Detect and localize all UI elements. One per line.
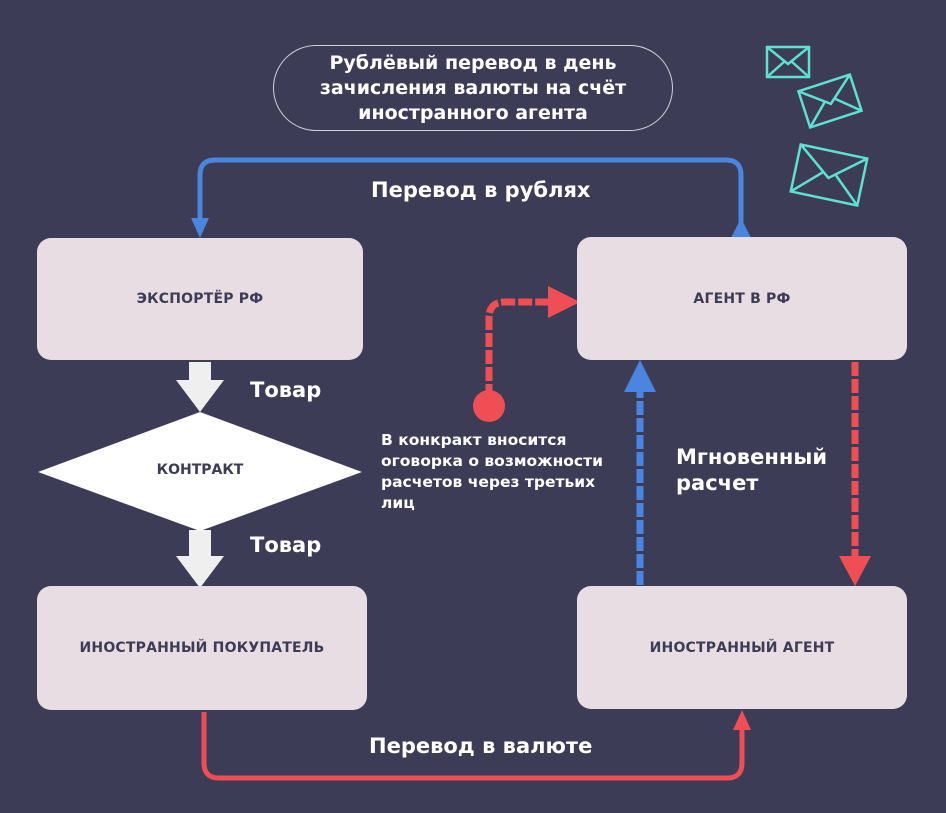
fx-transfer-arrow [201, 710, 751, 781]
node-foreign-buyer: ИНОСТРАННЫЙ ПОКУПАТЕЛЬ [37, 586, 367, 710]
rub-transfer-label: Перевод в рублях [371, 178, 591, 202]
node-agent-rf: АГЕНТ В РФ [577, 237, 907, 360]
fx-transfer-label: Перевод в валюте [369, 734, 593, 758]
instant-settlement-up-arrow [624, 360, 656, 585]
rub-transfer-arrow [191, 157, 751, 238]
node-agent-rf-label: АГЕНТ В РФ [693, 290, 791, 307]
goods-label-bottom: Товар [250, 533, 322, 557]
node-contract-label: КОНТРАКТ [156, 462, 244, 478]
contract-diamond [38, 412, 362, 531]
goods-arrow-top [176, 362, 224, 412]
node-foreign-buyer-label: ИНОСТРАННЫЙ ПОКУПАТЕЛЬ [79, 640, 325, 656]
contract-clause-note: В конкракт вносится оговорка о возможнос… [381, 431, 603, 512]
instant-settlement-down-arrow [839, 362, 871, 586]
clause-arrow [473, 286, 580, 422]
goods-arrow-bottom [176, 530, 224, 588]
envelope-icon [796, 73, 864, 129]
node-exporter-label: ЭКСПОРТЁР РФ [136, 291, 264, 307]
goods-label-top: Товар [250, 378, 322, 402]
node-exporter: ЭКСПОРТЁР РФ [37, 238, 363, 360]
node-foreign-agent: ИНОСТРАННЫЙ АГЕНТ [577, 586, 907, 709]
diagram-title-text: Рублёвый перевод в день зачисления валют… [319, 51, 627, 124]
diagram-title: Рублёвый перевод в день зачисления валют… [273, 45, 673, 131]
envelope-icon [765, 45, 811, 79]
envelope-icon [789, 142, 869, 208]
instant-settlement-label: Мгновенный расчет [676, 445, 828, 495]
node-foreign-agent-label: ИНОСТРАННЫЙ АГЕНТ [649, 639, 835, 656]
